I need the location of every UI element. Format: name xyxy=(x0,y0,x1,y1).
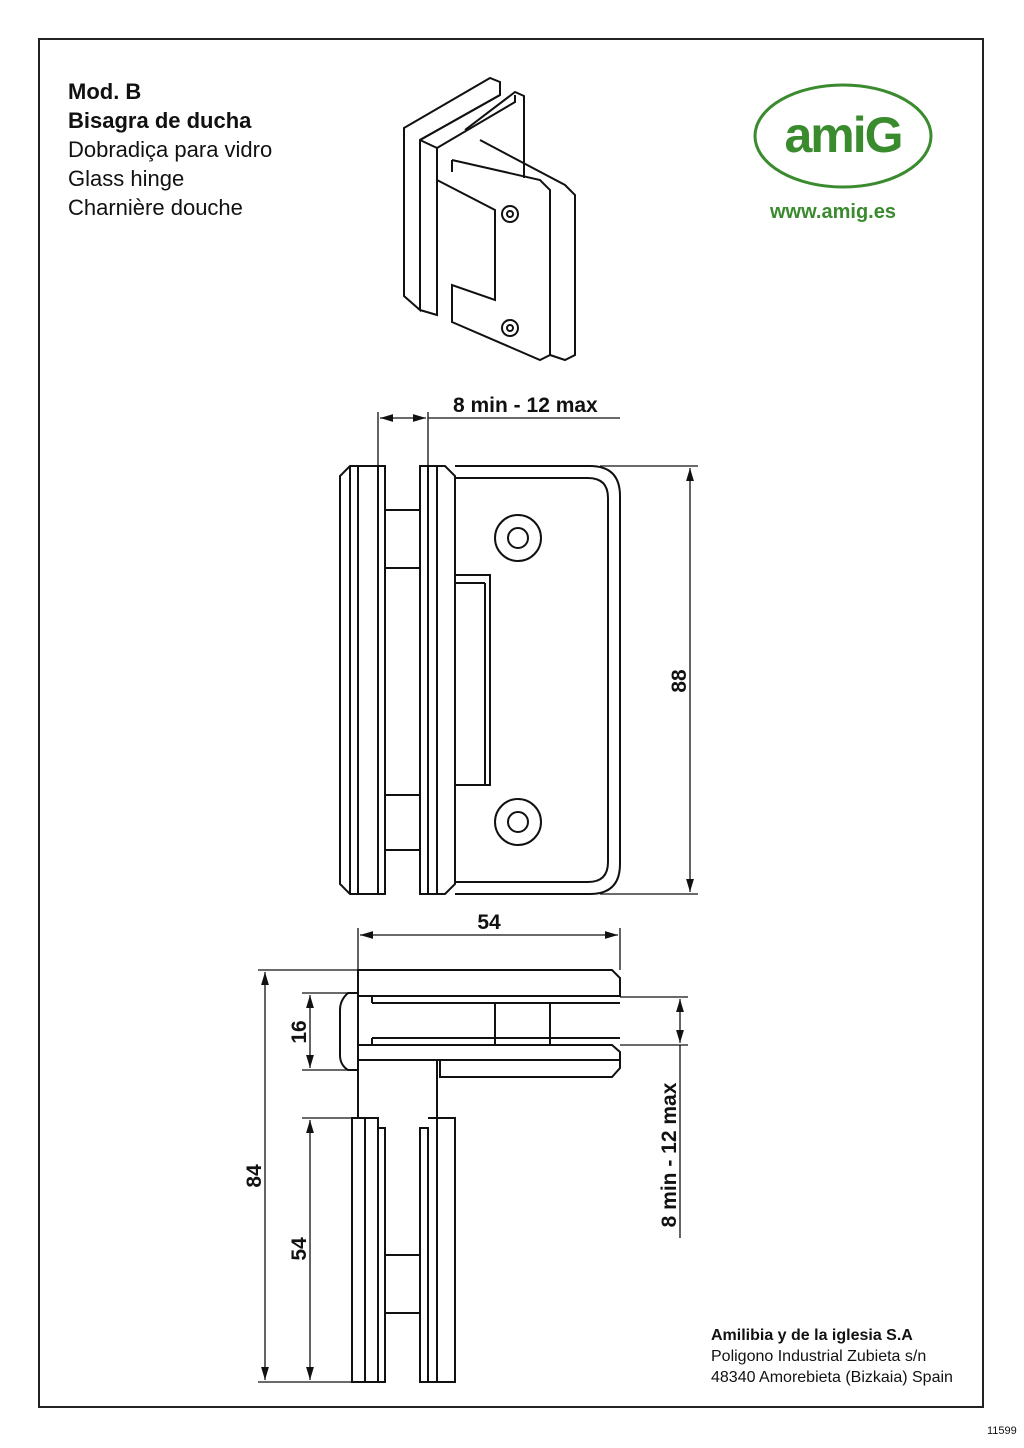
company-address: Amilibia y de la iglesia S.A Poligono In… xyxy=(711,1325,953,1388)
title-block: Mod. B Bisagra de ducha Dobradiça para v… xyxy=(68,77,272,222)
dimension-depth xyxy=(258,969,688,1383)
dim-label-clamp-depth: 54 xyxy=(288,1237,311,1261)
website-link[interactable]: www.amig.es xyxy=(770,201,896,223)
title-en: Glass hinge xyxy=(68,166,185,191)
logo-text: amiG xyxy=(784,107,901,163)
dimension-width xyxy=(357,928,621,970)
company-name: Amilibia y de la iglesia S.A xyxy=(711,1327,913,1344)
dim-label-offset: 16 xyxy=(288,1020,311,1043)
title-pt: Dobradiça para vidro xyxy=(68,137,273,162)
drawing-code: 11599 xyxy=(987,1425,1017,1437)
dim-label-glass-side: 8 min - 12 max xyxy=(658,1082,681,1227)
title-es: Bisagra de ducha xyxy=(68,108,252,133)
address-line-2: 48340 Amorebieta (Bizkaia) Spain xyxy=(711,1369,953,1386)
dim-label-height: 88 xyxy=(668,669,691,693)
amig-logo: amiG xyxy=(753,83,933,189)
title-fr: Charnière douche xyxy=(68,195,243,220)
plan-view xyxy=(339,969,621,1383)
dimension-height xyxy=(600,465,698,895)
isometric-hinge-view xyxy=(403,76,576,362)
dimension-glass-top xyxy=(377,412,620,466)
address-line-1: Poligono Industrial Zubieta s/n xyxy=(711,1348,927,1365)
dim-label-width: 54 xyxy=(477,911,501,934)
front-view xyxy=(339,465,621,895)
dim-label-glass-top: 8 min - 12 max xyxy=(453,394,598,417)
dim-label-total-depth: 84 xyxy=(243,1164,266,1188)
model-title: Mod. B xyxy=(68,79,142,104)
sheet-border xyxy=(38,38,984,1408)
